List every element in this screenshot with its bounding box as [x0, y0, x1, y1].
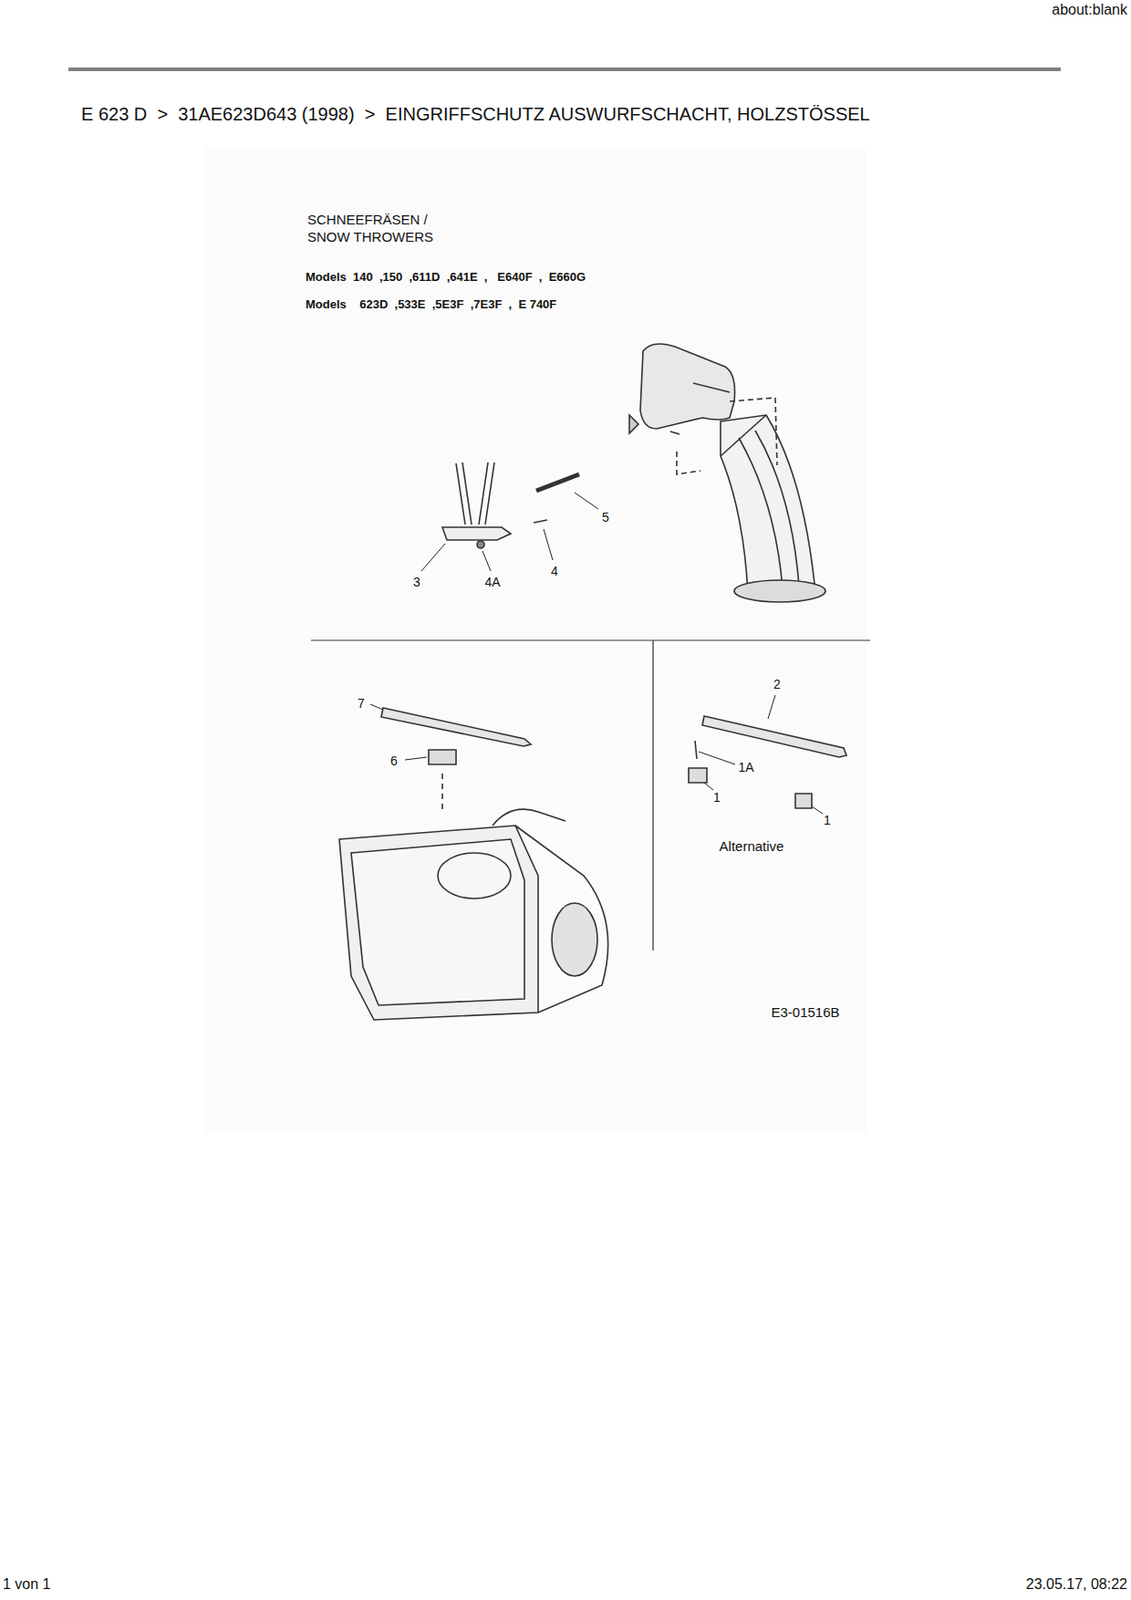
- callout-number: 5: [601, 509, 610, 525]
- page-footer: 1 von 1: [2, 1576, 51, 1593]
- model-list: Models 623D ,533E ,5E3F ,7E3F , E 740F: [305, 298, 557, 312]
- callout-number: 3: [413, 574, 421, 590]
- callout-number: 7: [357, 695, 365, 711]
- callout-number: 1A: [737, 759, 754, 775]
- leader-lines: [370, 492, 823, 814]
- callout-number: 1: [713, 789, 721, 805]
- divider: [311, 639, 871, 642]
- callout-number: 1: [823, 812, 831, 828]
- auger-housing: [339, 809, 609, 1020]
- guard-lever: [442, 462, 580, 549]
- heading: SCHNEEFRÄSEN /: [307, 211, 428, 228]
- chute: [629, 343, 826, 602]
- callout-number: 2: [773, 676, 781, 692]
- callout-number: 4A: [484, 574, 500, 590]
- heading: SNOW THROWERS: [307, 228, 434, 245]
- page-title: E 623 D > 31AE623D643 (1998) > EINGRIFFS…: [81, 103, 871, 125]
- header-rule: [68, 67, 1061, 72]
- page-footer: 23.05.17, 08:22: [1026, 1576, 1128, 1593]
- browser-header: about:blank: [1051, 1, 1128, 19]
- drawing-number: E3-01516B: [770, 1004, 840, 1020]
- callout-number: 4: [550, 563, 559, 579]
- callout-number: 6: [390, 753, 398, 768]
- note: Alternative: [719, 838, 785, 854]
- model-list: Models 140 ,150 ,611D ,641E , E640F , E6…: [305, 270, 586, 285]
- divider: [652, 640, 654, 951]
- shear-pins: [381, 707, 847, 812]
